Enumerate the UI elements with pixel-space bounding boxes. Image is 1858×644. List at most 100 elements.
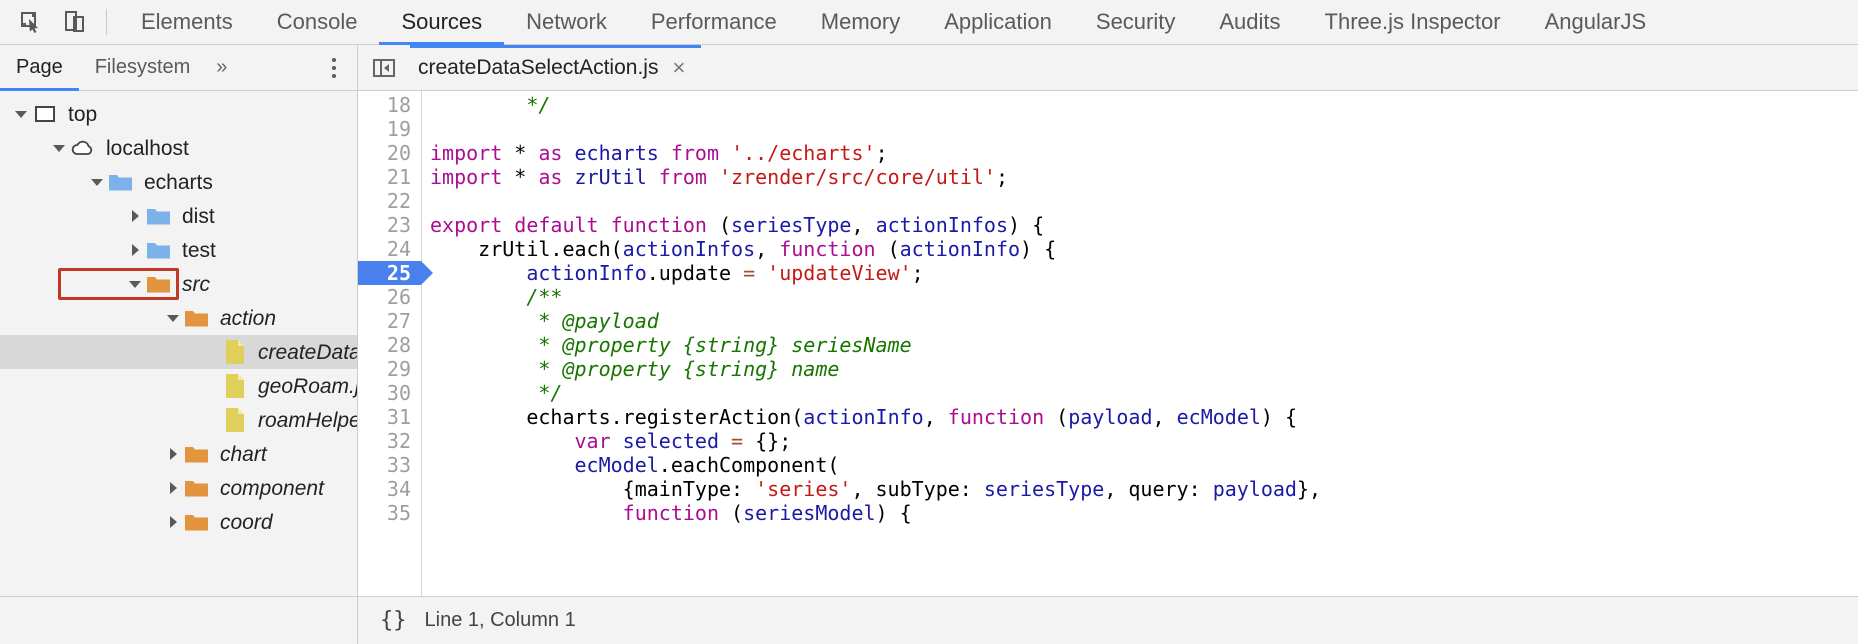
line-number-18[interactable]: 18 — [386, 93, 411, 117]
line-number-28[interactable]: 28 — [386, 333, 411, 357]
tab-elements[interactable]: Elements — [141, 9, 233, 34]
code-token: = — [731, 429, 744, 453]
more-options-icon[interactable] — [323, 55, 345, 81]
line-number-24[interactable]: 24 — [386, 237, 411, 261]
line-number-21[interactable]: 21 — [386, 165, 411, 189]
tree-item-echarts[interactable]: echarts — [0, 165, 357, 199]
tab-application[interactable]: Application — [944, 9, 1052, 34]
tab-sources[interactable]: Sources — [379, 0, 504, 45]
line-number-30[interactable]: 30 — [386, 381, 411, 405]
code-line-25[interactable]: actionInfo.update = 'updateView'; — [430, 261, 1858, 285]
code-line-27[interactable]: * @payload — [430, 309, 1858, 333]
code-token: zrUtil — [562, 165, 659, 189]
nav-tab-page[interactable]: Page — [0, 45, 79, 91]
line-number-19[interactable]: 19 — [386, 117, 411, 141]
code-line-28[interactable]: * @property {string} seriesName — [430, 333, 1858, 357]
code-token: = — [743, 261, 756, 285]
toolbar-icon-group — [0, 0, 119, 44]
line-number-29[interactable]: 29 — [386, 357, 411, 381]
tree-item-coord[interactable]: coord — [0, 505, 357, 539]
line-number-33[interactable]: 33 — [386, 453, 411, 477]
navigator-tabbar: Page Filesystem » — [0, 45, 357, 91]
tree-item-action[interactable]: action — [0, 301, 357, 335]
tree-item-test[interactable]: test — [0, 233, 357, 267]
chevron-right-icon[interactable] — [124, 239, 146, 261]
code-token: seriesType — [731, 213, 852, 237]
line-number-27[interactable]: 27 — [386, 309, 411, 333]
code-token: .update — [646, 261, 744, 285]
code-line-35[interactable]: function (seriesModel) { — [430, 501, 1858, 525]
show-navigator-icon[interactable] — [358, 45, 410, 90]
tab-angularjs[interactable]: AngularJS — [1544, 9, 1647, 34]
tree-item-dist[interactable]: dist — [0, 199, 357, 233]
chevron-down-icon[interactable] — [124, 273, 146, 295]
line-number-34[interactable]: 34 — [386, 477, 411, 501]
chevron-down-icon[interactable] — [48, 137, 70, 159]
line-number-26[interactable]: 26 — [386, 285, 411, 309]
chevron-down-icon[interactable] — [10, 103, 32, 125]
code-token: /** — [430, 285, 563, 309]
tab-network[interactable]: Network — [526, 9, 607, 34]
code-token: seriesType — [983, 477, 1105, 501]
chevron-down-icon[interactable] — [162, 307, 184, 329]
code-line-30[interactable]: */ — [430, 381, 1858, 405]
code-line-33[interactable]: ecModel.eachComponent( — [430, 453, 1858, 477]
chevron-down-icon[interactable] — [86, 171, 108, 193]
code-token: ) { — [1260, 405, 1298, 429]
tab-security[interactable]: Security — [1095, 9, 1176, 34]
tree-item-top[interactable]: top — [0, 97, 357, 131]
chevron-right-icon[interactable] — [162, 477, 184, 499]
tree-item-georoam-js[interactable]: geoRoam.js — [0, 369, 357, 403]
tab-console[interactable]: Console — [276, 9, 358, 34]
tree-item-component[interactable]: component — [0, 471, 357, 505]
code-token: ( — [1044, 405, 1069, 429]
chevron-right-icon[interactable] — [124, 205, 146, 227]
code-token: ( — [706, 213, 732, 237]
code-token: actionInfos — [875, 213, 1009, 237]
code-line-21[interactable]: import * as zrUtil from 'zrender/src/cor… — [430, 165, 1858, 189]
chevron-right-icon[interactable] — [162, 511, 184, 533]
tab-memory[interactable]: Memory — [820, 9, 901, 34]
device-toolbar-icon[interactable] — [58, 5, 92, 39]
code-line-24[interactable]: zrUtil.each(actionInfos, function (actio… — [430, 237, 1858, 261]
line-number-23[interactable]: 23 — [386, 213, 411, 237]
code-line-34[interactable]: {mainType: 'series', subType: seriesType… — [430, 477, 1858, 501]
tree-item-localhost[interactable]: localhost — [0, 131, 357, 165]
tree-item-createdataselectaction-js[interactable]: createDataSelectAction.js — [0, 335, 357, 369]
code-line-31[interactable]: echarts.registerAction(actionInfo, funct… — [430, 405, 1858, 429]
code-line-19[interactable] — [430, 117, 1858, 141]
nav-tab-filesystem[interactable]: Filesystem — [94, 56, 191, 78]
code-token — [719, 141, 731, 165]
inspect-element-icon[interactable] — [14, 5, 48, 39]
code-line-26[interactable]: /** — [430, 285, 1858, 309]
line-number-22[interactable]: 22 — [386, 189, 411, 213]
tab-performance[interactable]: Performance — [650, 9, 777, 34]
tree-item-src[interactable]: src — [0, 267, 357, 301]
code-line-32[interactable]: var selected = {}; — [430, 429, 1858, 453]
tree-item-roamhelper-js[interactable]: roamHelper.js — [0, 403, 357, 437]
code-token: function — [947, 405, 1045, 429]
tab-audits[interactable]: Audits — [1219, 9, 1281, 34]
editor-tab-createdataselectaction[interactable]: createDataSelectAction.js × — [410, 45, 702, 90]
tab-threejs-inspector[interactable]: Three.js Inspector — [1324, 9, 1501, 34]
source-code[interactable]: */ import * as echarts from '../echarts';… — [422, 91, 1858, 596]
code-line-29[interactable]: * @property {string} name — [430, 357, 1858, 381]
close-icon[interactable]: × — [672, 54, 686, 80]
code-line-22[interactable] — [430, 189, 1858, 213]
line-number-25[interactable]: 25 — [358, 261, 433, 285]
line-number-20[interactable]: 20 — [386, 141, 411, 165]
code-line-20[interactable]: import * as echarts from '../echarts'; — [430, 141, 1858, 165]
nav-more-tabs-icon[interactable]: » — [216, 56, 228, 78]
chevron-right-icon[interactable] — [162, 443, 184, 465]
pretty-print-button[interactable]: {} — [380, 608, 407, 633]
code-line-23[interactable]: export default function (seriesType, act… — [430, 213, 1858, 237]
tree-item-chart[interactable]: chart — [0, 437, 357, 471]
line-number-32[interactable]: 32 — [386, 429, 411, 453]
line-number-31[interactable]: 31 — [386, 405, 411, 429]
code-line-18[interactable]: */ — [430, 93, 1858, 117]
line-number-35[interactable]: 35 — [386, 501, 411, 525]
